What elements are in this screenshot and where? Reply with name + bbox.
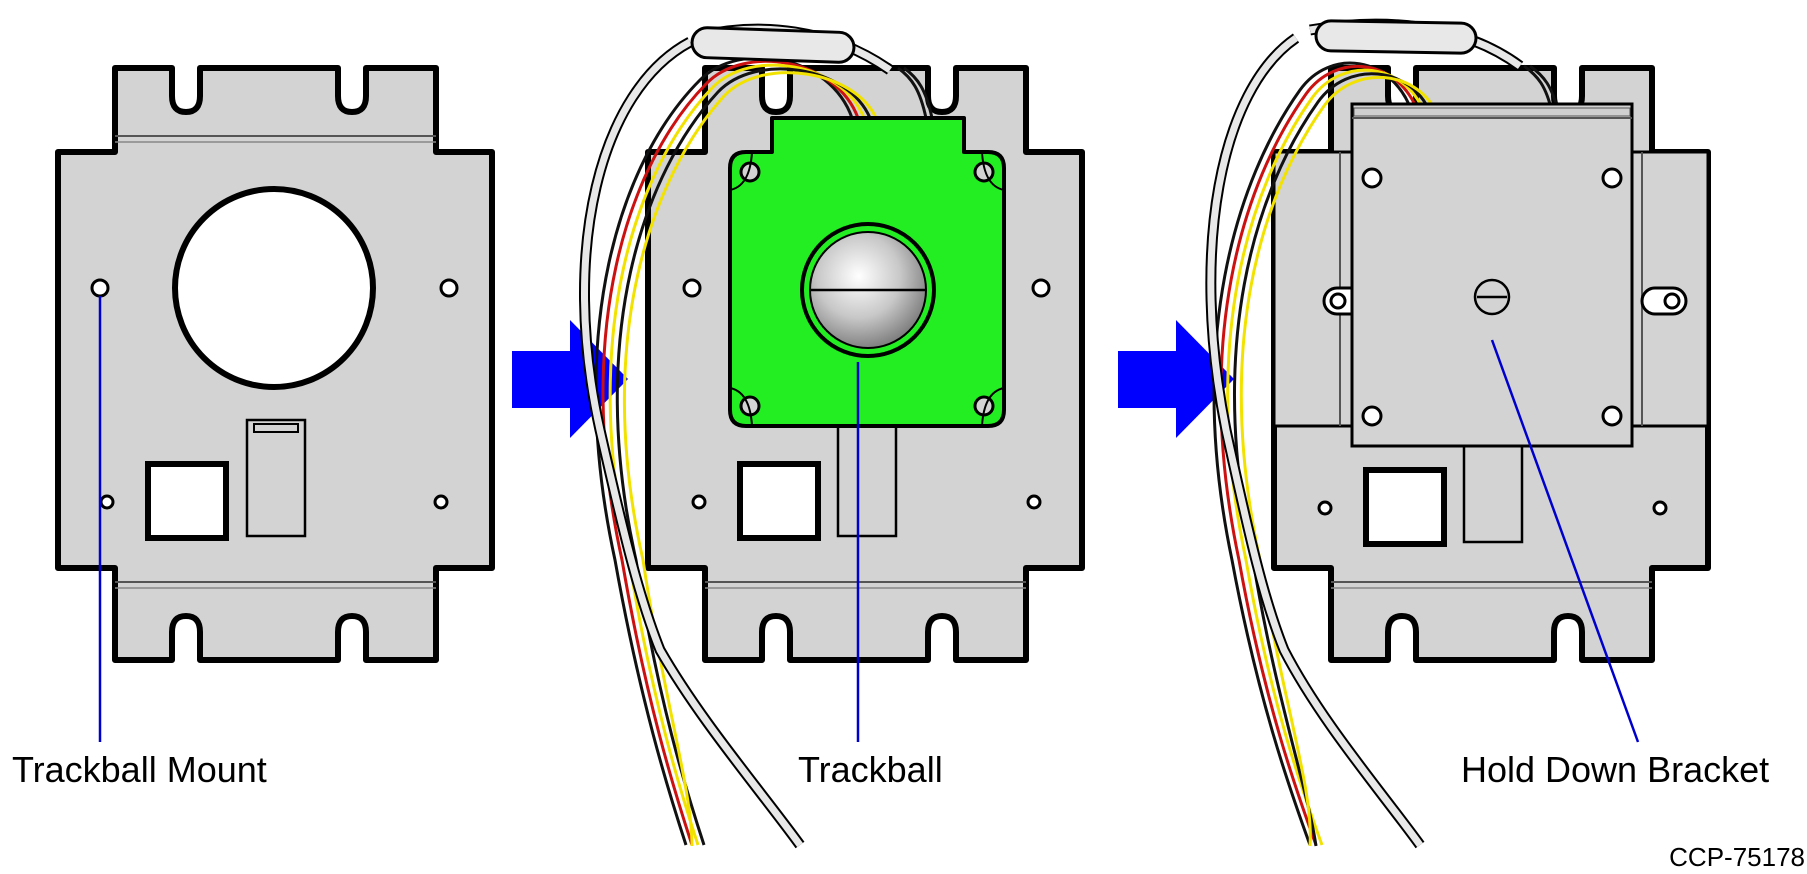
hold-down-bracket-panel [1205, 18, 1711, 849]
mount-hole [172, 186, 376, 390]
bracket-leader-line [1490, 339, 1640, 743]
hold-down-bracket-label: Hold Down Bracket [1461, 749, 1769, 790]
connector-slot [245, 418, 307, 538]
trackball-mount-panel [55, 65, 495, 663]
hold-down-bracket [1350, 102, 1634, 448]
trackball-mount-label: Trackball Mount [12, 749, 267, 790]
figure-id-label: CCP-75178 [1669, 842, 1805, 872]
next-step-arrow [1118, 320, 1234, 438]
trackball-label: Trackball [798, 749, 943, 790]
square-cutout [145, 461, 229, 541]
trackball-panel [579, 23, 1085, 849]
